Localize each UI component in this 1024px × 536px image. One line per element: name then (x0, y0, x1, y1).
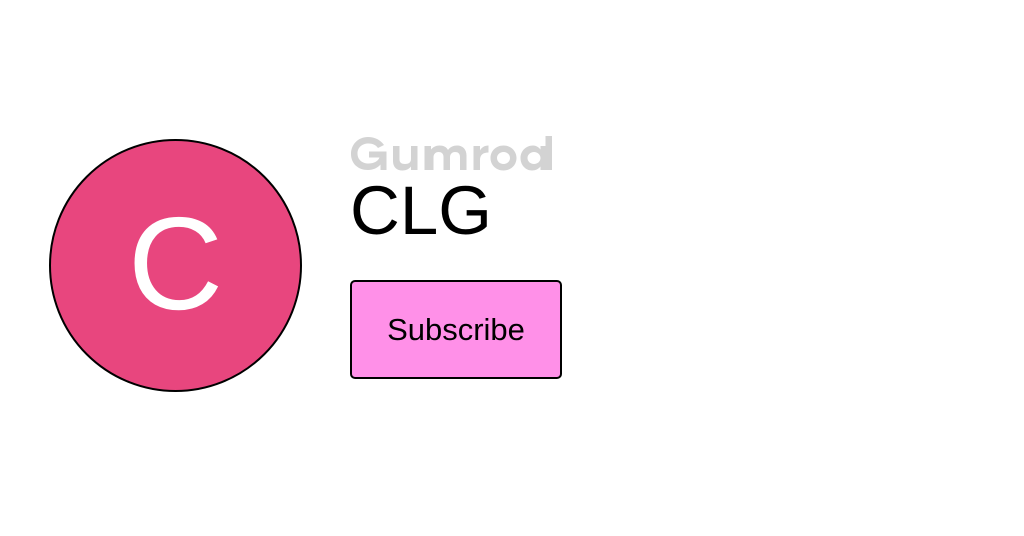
profile-info: CLG Subscribe (350, 135, 910, 379)
gumroad-logo-icon (350, 135, 552, 171)
avatar-initial: C (127, 189, 224, 337)
avatar: C (49, 139, 302, 392)
page-title: CLG (350, 172, 492, 249)
subscribe-button[interactable]: Subscribe (350, 280, 562, 379)
